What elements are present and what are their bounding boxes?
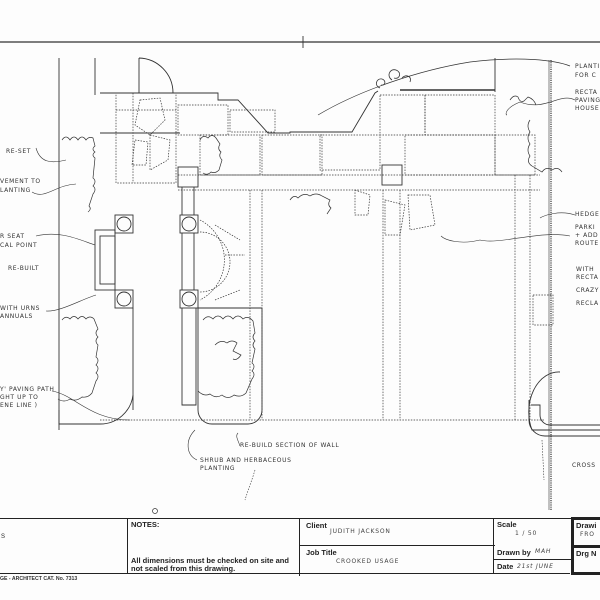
svg-text:R SEAT: R SEAT: [0, 233, 25, 240]
svg-text:HEDGE: HEDGE: [575, 211, 599, 218]
drawing-value: FRO: [580, 531, 595, 538]
svg-text:RECTA: RECTA: [576, 274, 599, 281]
svg-text:Y' PAVING PATH: Y' PAVING PATH: [0, 386, 55, 393]
svg-text:RE-BUILD SECTION OF WALL: RE-BUILD SECTION OF WALL: [240, 442, 339, 449]
svg-text:CRAZY: CRAZY: [576, 287, 599, 294]
svg-text:RECLA: RECLA: [576, 300, 599, 307]
svg-text:VEMENT TO: VEMENT TO: [0, 178, 41, 185]
job-title-value: CROOKED USAGE: [336, 558, 400, 565]
svg-text:PARKI: PARKI: [575, 224, 595, 231]
svg-text:RE-SET: RE-SET: [6, 148, 31, 155]
svg-text:SHRUB AND HERBACEOUS: SHRUB AND HERBACEOUS: [200, 457, 292, 464]
svg-text:+ ADD: + ADD: [575, 232, 598, 239]
svg-text:ROUTE: ROUTE: [575, 240, 599, 247]
svg-text:ENE LINE ): ENE LINE ): [0, 402, 38, 409]
date-label: Date: [497, 562, 514, 571]
client-label: Client: [306, 521, 327, 530]
drawing-label: Drawi: [576, 521, 597, 530]
svg-text:PLANTI: PLANTI: [575, 63, 600, 70]
svg-text:ANNUALS: ANNUALS: [0, 313, 33, 320]
date-value: 21st JUNE: [517, 563, 554, 570]
svg-text:FOR C: FOR C: [575, 72, 596, 79]
pillars: [114, 164, 403, 309]
svg-text:WITH URNS: WITH URNS: [0, 305, 40, 312]
door-swing: [138, 57, 174, 94]
left-cell-fragment: S: [1, 534, 6, 540]
svg-text:CAL POINT: CAL POINT: [0, 242, 37, 249]
svg-text:LANTING: LANTING: [0, 187, 31, 194]
shrub-outlines: [57, 95, 563, 402]
catalog-number: GE - ARCHITECT CAT. No. 7313: [0, 576, 78, 582]
scale-label: Scale: [497, 520, 517, 529]
svg-text:RECTA: RECTA: [575, 89, 598, 96]
job-title-label: Job Title: [306, 548, 337, 557]
notes-text-line-1: All dimensions must be checked on site a…: [131, 556, 289, 565]
drg-no-label: Drg N: [576, 549, 597, 558]
notes-text-line-2: not scaled from this drawing.: [131, 564, 236, 573]
drawn-by-value: MAH: [535, 548, 552, 555]
scale-value: 1 / 50: [515, 530, 538, 537]
planting-bed-right: [197, 307, 263, 425]
drawn-by-label: Drawn by: [497, 548, 531, 557]
svg-text:PAVING: PAVING: [575, 97, 600, 104]
svg-text:PLANTING: PLANTING: [200, 465, 235, 472]
notes-label: NOTES:: [131, 520, 160, 529]
svg-text:CROSS: CROSS: [572, 462, 596, 469]
svg-text:GHT UP TO: GHT UP TO: [0, 394, 38, 401]
client-value: JUDITH JACKSON: [330, 528, 391, 535]
svg-text:HOUSE: HOUSE: [575, 105, 599, 112]
svg-text:RE-BUILT: RE-BUILT: [8, 265, 39, 272]
svg-text:WITH: WITH: [576, 266, 594, 273]
